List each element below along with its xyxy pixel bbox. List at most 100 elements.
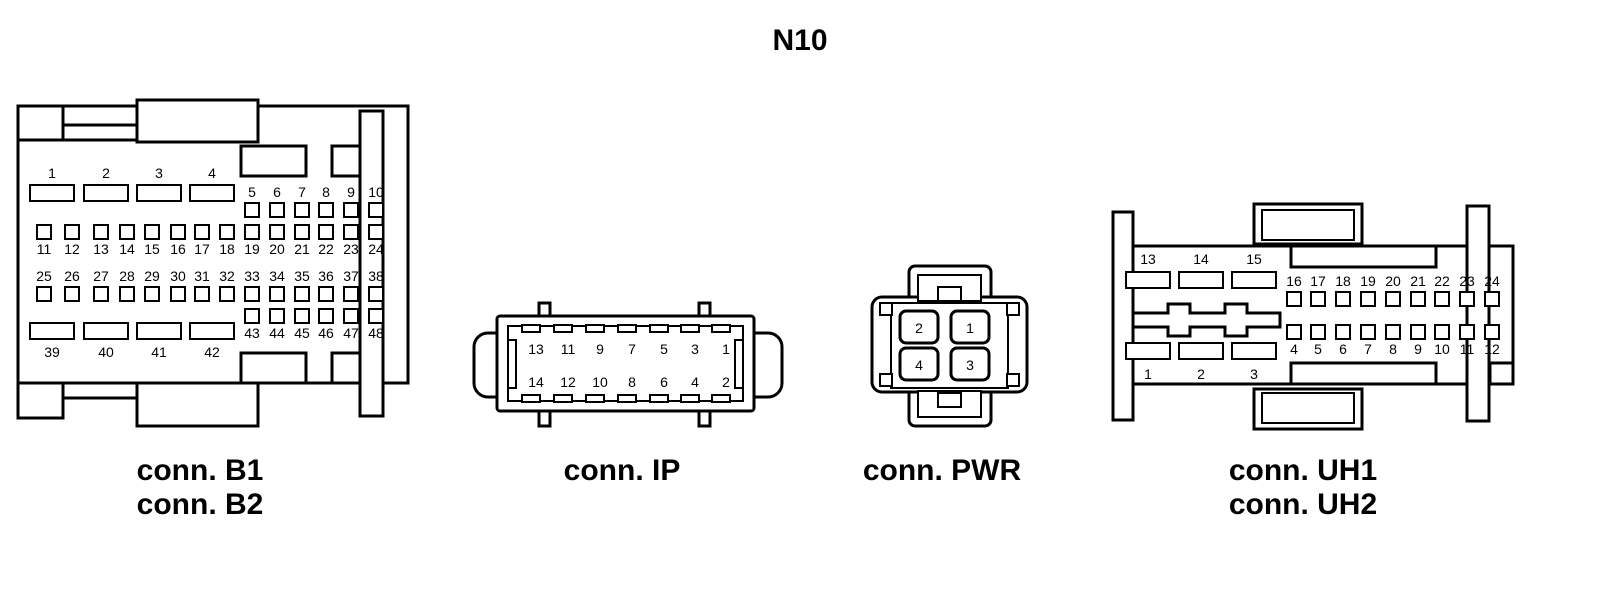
- pin-label-b-28: 28: [119, 268, 135, 284]
- pin-cavity-uh-20: [1385, 291, 1401, 307]
- pin-cavity-b-44: [269, 308, 285, 324]
- connector-uh-label: conn. UH1 conn. UH2: [1203, 454, 1403, 522]
- pin-label-uh-6: 6: [1339, 341, 1347, 357]
- pin-label-b-34: 34: [269, 268, 285, 284]
- pin-cavity-b-30: [170, 286, 186, 302]
- pin-label-ip-10: 10: [592, 374, 608, 390]
- pin-label-ip-2: 2: [722, 374, 730, 390]
- pin-label-b-41: 41: [151, 344, 167, 360]
- pin-label-b-47: 47: [343, 325, 359, 341]
- pin-cavity-b-18: [219, 224, 235, 240]
- pin-label-ip-4: 4: [691, 374, 699, 390]
- pin-cavity-b-43: [244, 308, 260, 324]
- pin-label-b-4: 4: [208, 165, 216, 181]
- pin-label-b-5: 5: [248, 184, 256, 200]
- pin-cavity-uh-2: [1178, 342, 1224, 360]
- pin-cavity-ip-14: [521, 394, 541, 403]
- pin-label-b-3: 3: [155, 165, 163, 181]
- connector-uh-label-line-2: conn. UH2: [1228, 488, 1378, 521]
- pin-cavity-b-31: [194, 286, 210, 302]
- pin-label-b-2: 2: [102, 165, 110, 181]
- pin-label-ip-8: 8: [628, 374, 636, 390]
- pin-cavity-ip-5: [649, 324, 669, 333]
- pin-label-b-23: 23: [343, 241, 359, 257]
- pin-cavity-b-14: [119, 224, 135, 240]
- pin-label-ip-12: 12: [560, 374, 576, 390]
- pin-cavity-b-40: [83, 322, 129, 340]
- pin-cavity-uh-24: [1484, 291, 1500, 307]
- pin-label-ip-7: 7: [628, 341, 636, 357]
- pin-label-ip-9: 9: [596, 341, 604, 357]
- pin-cavity-b-36: [318, 286, 334, 302]
- connector-uh-housing: [1111, 202, 1515, 431]
- pin-cavity-pwr-2: [898, 309, 940, 345]
- pin-cavity-b-24: [368, 224, 384, 240]
- pin-cavity-b-13: [93, 224, 109, 240]
- pin-label-b-1: 1: [48, 165, 56, 181]
- pin-cavity-uh-9: [1410, 324, 1426, 340]
- pin-label-b-17: 17: [194, 241, 210, 257]
- connector-pwr-label: conn. PWR: [862, 454, 1022, 487]
- pin-cavity-b-28: [119, 286, 135, 302]
- pin-label-ip-1: 1: [722, 341, 730, 357]
- pin-cavity-b-16: [170, 224, 186, 240]
- pin-label-uh-3: 3: [1250, 366, 1258, 382]
- pin-cavity-b-19: [244, 224, 260, 240]
- pin-cavity-ip-7: [617, 324, 637, 333]
- pin-label-b-45: 45: [294, 325, 310, 341]
- pin-label-uh-1: 1: [1144, 366, 1152, 382]
- pin-label-b-44: 44: [269, 325, 285, 341]
- pin-cavity-ip-2: [711, 394, 731, 403]
- pin-label-ip-14: 14: [528, 374, 544, 390]
- pin-label-b-8: 8: [322, 184, 330, 200]
- pin-label-uh-23: 23: [1459, 273, 1475, 289]
- pin-label-uh-12: 12: [1484, 341, 1500, 357]
- pin-cavity-b-42: [189, 322, 235, 340]
- pin-cavity-b-15: [144, 224, 160, 240]
- pin-cavity-b-47: [343, 308, 359, 324]
- pin-cavity-b-32: [219, 286, 235, 302]
- pin-cavity-uh-17: [1310, 291, 1326, 307]
- pin-cavity-ip-11: [553, 324, 573, 333]
- pin-label-uh-9: 9: [1414, 341, 1422, 357]
- pin-cavity-ip-3: [680, 324, 700, 333]
- pin-cavity-b-8: [318, 202, 334, 218]
- pin-label-uh-20: 20: [1385, 273, 1401, 289]
- pin-label-b-37: 37: [343, 268, 359, 284]
- pin-cavity-b-26: [64, 286, 80, 302]
- pin-label-uh-22: 22: [1434, 273, 1450, 289]
- pin-cavity-ip-8: [617, 394, 637, 403]
- pin-label-b-31: 31: [194, 268, 210, 284]
- pin-label-b-48: 48: [368, 325, 384, 341]
- pin-label-uh-10: 10: [1434, 341, 1450, 357]
- pin-label-b-12: 12: [64, 241, 80, 257]
- pin-label-ip-3: 3: [691, 341, 699, 357]
- pin-label-b-24: 24: [368, 241, 384, 257]
- pin-label-pwr-3: 3: [966, 357, 974, 373]
- pin-cavity-uh-3: [1231, 342, 1277, 360]
- pin-cavity-pwr-1: [949, 309, 991, 345]
- pin-cavity-b-27: [93, 286, 109, 302]
- pin-label-uh-24: 24: [1484, 273, 1500, 289]
- pin-cavity-b-22: [318, 224, 334, 240]
- pin-cavity-ip-4: [680, 394, 700, 403]
- pin-label-b-22: 22: [318, 241, 334, 257]
- pin-label-b-7: 7: [298, 184, 306, 200]
- pin-label-b-33: 33: [244, 268, 260, 284]
- pin-cavity-uh-19: [1360, 291, 1376, 307]
- pin-cavity-ip-9: [585, 324, 605, 333]
- pin-label-b-38: 38: [368, 268, 384, 284]
- connector-uh-label-line-1: conn. UH1: [1228, 454, 1378, 487]
- pin-cavity-uh-12: [1484, 324, 1500, 340]
- pin-cavity-b-5: [244, 202, 260, 218]
- pin-label-pwr-4: 4: [915, 357, 923, 373]
- pin-label-uh-5: 5: [1314, 341, 1322, 357]
- pin-cavity-uh-16: [1286, 291, 1302, 307]
- pin-cavity-b-4: [189, 184, 235, 202]
- connector-b-housing: [16, 98, 410, 428]
- pin-cavity-b-23: [343, 224, 359, 240]
- connector-ip-label: conn. IP: [563, 454, 681, 487]
- pin-cavity-b-34: [269, 286, 285, 302]
